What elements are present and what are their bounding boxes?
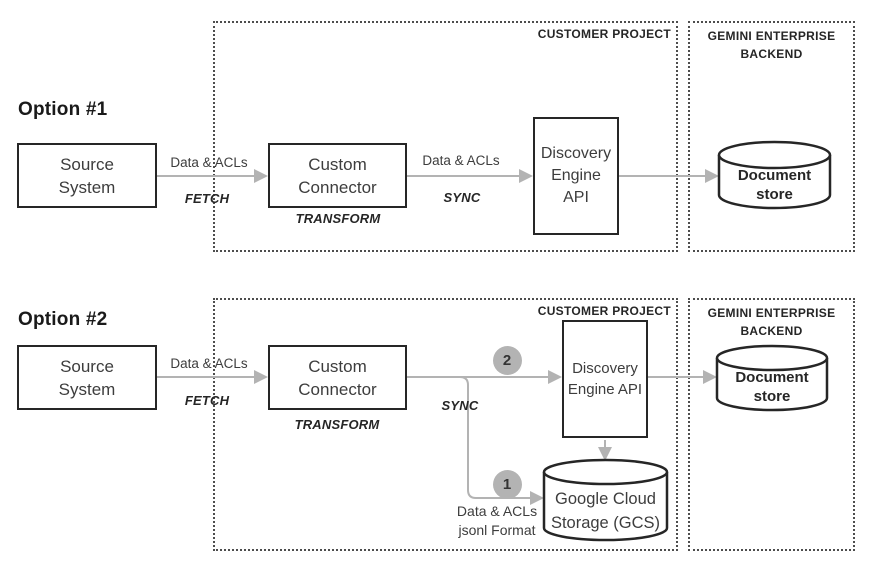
fetch-verb-2: FETCH [184, 393, 230, 408]
custom-connector-node-2: Custom Connector [268, 345, 407, 410]
gcs-edge-label-line1: Data & ACLs [456, 503, 538, 519]
custom-connector2-label-line1: Custom [308, 356, 367, 376]
arrowheads-group [254, 169, 719, 505]
arrowhead-docstore-2 [703, 370, 717, 384]
custom-connector-label-line1: Custom [308, 154, 367, 174]
discovery-engine-api-node-2: Discovery Engine API [562, 320, 648, 438]
fetch-edge-label-2: Data & ACLs [170, 356, 248, 371]
source-system-label-line2: System [58, 177, 116, 197]
gcs-edge-label-line2: jsonl Format [458, 521, 536, 538]
customer-project-zone-label-2: CUSTOMER PROJECT [537, 304, 671, 318]
discovery-api-label-line1: Discovery [540, 145, 612, 162]
sync-edge-label-1: Data & ACLs [422, 153, 500, 168]
custom-connector-label-line2: Connector [298, 177, 377, 197]
discovery-api-label-line3: API [563, 189, 589, 206]
transform-verb-2: TRANSFORM [294, 417, 380, 432]
edge-sync-2-branch-to-gcs [459, 376, 530, 499]
gemini-backend-zone-label-1: GEMINI ENTERPRISE BACKEND [690, 27, 853, 63]
arrowhead-sync-2 [548, 370, 562, 384]
arrowhead-discovery-down [598, 447, 612, 461]
discovery-api2-label-line2: Engine API [567, 381, 643, 398]
discovery-api-label-line2: Engine [551, 167, 601, 184]
gcs-edge-label: Data & ACLs jsonl Format [457, 502, 537, 539]
gcs-label: Google Cloud Storage (GCS) [544, 487, 667, 535]
arrowhead-docstore-1 [705, 169, 719, 183]
document-store-label-line1: Document [737, 167, 812, 184]
document-store-cylinder-body-2 [715, 358, 829, 412]
source-system-label-line1: Source [60, 154, 114, 174]
step-badge-2-discovery-path: 2 [492, 345, 522, 375]
document-store-label-2: Document store [717, 368, 827, 406]
document-store-cylinder-top-2 [715, 344, 829, 372]
arrowhead-gcs [530, 491, 544, 505]
arrowhead-fetch-2 [254, 370, 268, 384]
document-store2-label-line1: Document [735, 369, 809, 386]
gemini-zone-label-line1: GEMINI ENTERPRISE [707, 29, 836, 43]
arrowhead-sync-1 [519, 169, 533, 183]
customer-project-zone-1: CUSTOMER PROJECT [213, 21, 678, 252]
source-system2-label-line2: System [58, 379, 116, 399]
option2-heading: Option #2 [18, 309, 108, 330]
document-store2-label-line2: store [753, 388, 791, 405]
sync-verb-1: SYNC [443, 190, 481, 205]
source-system-node-2: Source System [17, 345, 157, 410]
step-badge-1-gcs-path: 1 [492, 469, 522, 499]
gemini-backend-zone-2: GEMINI ENTERPRISE BACKEND [688, 298, 855, 551]
gemini-zone2-label-line2: BACKEND [740, 324, 803, 338]
transform-verb-1: TRANSFORM [295, 211, 381, 226]
document-store-label-line2: store [756, 186, 793, 203]
gcs-cylinder-body [542, 472, 669, 542]
document-store-cylinder-body-1 [717, 155, 832, 210]
discovery-api2-label-line1: Discovery [572, 360, 638, 377]
gcs-label-line2: Storage (GCS) [550, 514, 661, 532]
customer-project-zone-label-1: CUSTOMER PROJECT [537, 27, 671, 41]
sync-verb-2: SYNC [441, 398, 479, 413]
source-system-node-1: Source System [17, 143, 157, 208]
fetch-verb-1: FETCH [184, 191, 230, 206]
custom-connector2-label-line2: Connector [298, 379, 377, 399]
gemini-backend-zone-label-2: GEMINI ENTERPRISE BACKEND [690, 304, 853, 340]
gemini-zone-label-line2: BACKEND [740, 47, 803, 61]
gcs-cylinder-top [542, 458, 669, 486]
source-system2-label-line1: Source [60, 356, 114, 376]
customer-project-zone-2: CUSTOMER PROJECT [213, 298, 678, 551]
fetch-edge-label-1: Data & ACLs [170, 155, 248, 170]
gemini-backend-zone-1: GEMINI ENTERPRISE BACKEND [688, 21, 855, 252]
discovery-engine-api-node-1: Discovery Engine API [533, 117, 619, 235]
arrowhead-fetch-1 [254, 169, 268, 183]
document-store-label-1: Document store [719, 166, 830, 204]
cylinders-group [542, 140, 832, 542]
option1-heading: Option #1 [18, 99, 108, 120]
document-store-cylinder-top-1 [717, 140, 832, 170]
gcs-label-line1: Google Cloud [555, 490, 656, 508]
custom-connector-node-1: Custom Connector [268, 143, 407, 208]
edges-group [157, 175, 707, 499]
gemini-zone2-label-line1: GEMINI ENTERPRISE [707, 306, 836, 320]
